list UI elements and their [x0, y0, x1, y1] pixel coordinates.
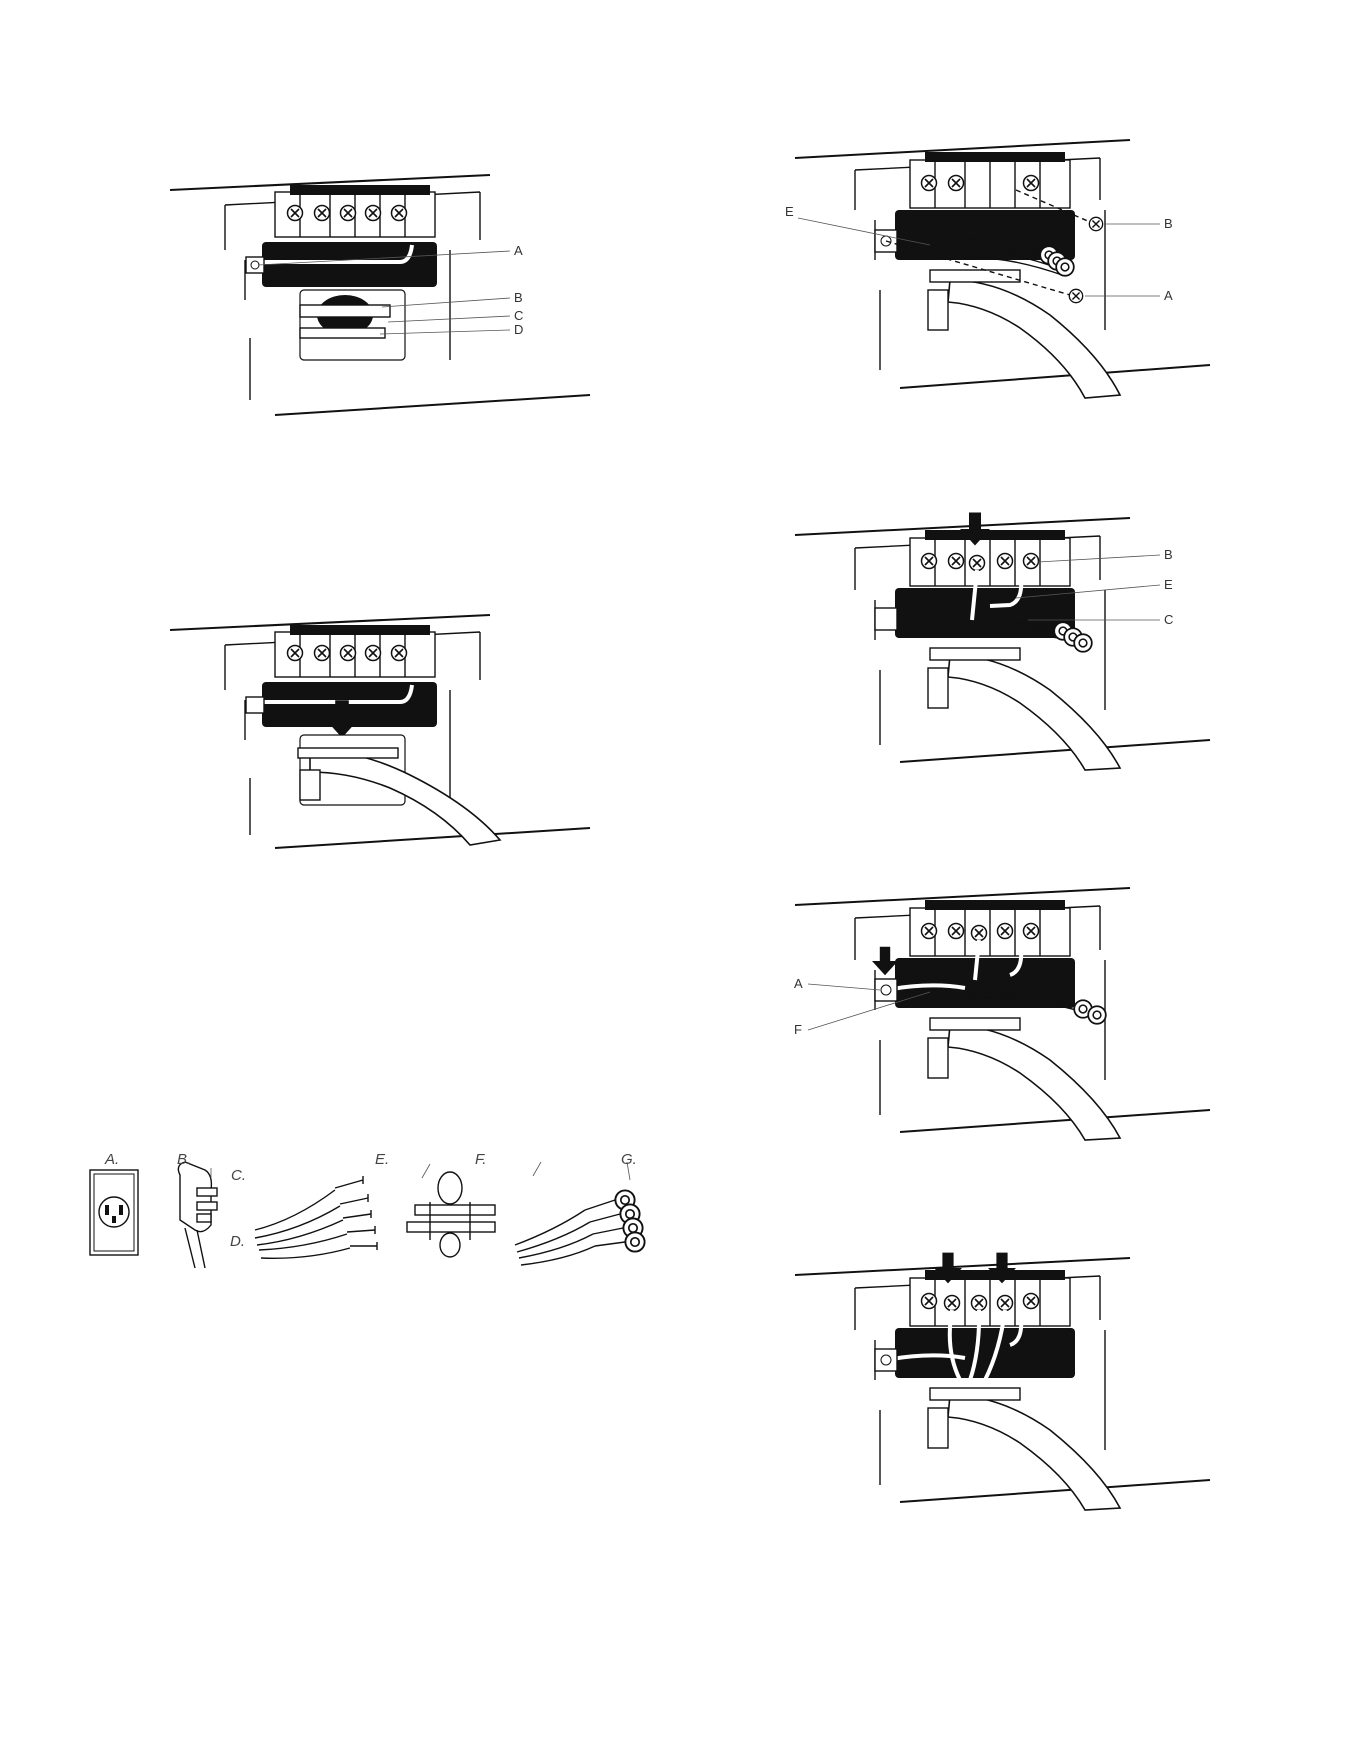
label-b: B: [1164, 216, 1173, 231]
label-e: E.: [375, 1151, 389, 1168]
strain-relief-clamp-icon: [300, 290, 405, 360]
figure-4-cord-screws: E B A: [780, 130, 1230, 400]
screw-icon: [315, 646, 330, 661]
screw-icon: [288, 206, 303, 221]
label-a: A.: [104, 1151, 119, 1168]
screw-icon: [366, 206, 381, 221]
screw-icon: [1024, 1294, 1039, 1309]
label-a: A: [514, 243, 523, 258]
label-c: C: [514, 308, 523, 323]
label-e: E: [785, 204, 794, 219]
screw-icon: [972, 1296, 987, 1311]
label-f: F.: [475, 1151, 486, 1168]
label-a: A: [794, 976, 803, 991]
screw-icon: [392, 646, 407, 661]
screw-icon: [288, 646, 303, 661]
label-d: D: [514, 322, 523, 337]
screw-icon: [998, 924, 1013, 939]
figure-1-terminal-block-strain-relief: A B C D: [150, 150, 610, 420]
ring-terminal-icon: [1074, 634, 1092, 652]
outlet-receptacle-icon: [90, 1170, 138, 1255]
label-c: C.: [231, 1167, 246, 1184]
figure-2-attach-strain-relief: [150, 600, 610, 850]
label-b: B: [514, 290, 523, 305]
ring-terminal-wires: [515, 1200, 625, 1265]
screw-icon: [998, 554, 1013, 569]
ring-terminal-icon: [1088, 1006, 1106, 1024]
screw-icon: [998, 1296, 1013, 1311]
spade-terminal-wires: [255, 1176, 377, 1258]
screw-icon: [341, 646, 356, 661]
figure-3-parts: A. B. C. D. E. F. G.: [85, 1150, 665, 1270]
strain-relief-clamp-icon: [407, 1172, 495, 1257]
label-c: C: [1164, 612, 1173, 627]
figure-5-ground-wire-center: B E C: [780, 510, 1230, 770]
ring-terminal-icon: [625, 1232, 644, 1251]
screw-icon: [949, 924, 964, 939]
screw-icon: [392, 206, 407, 221]
power-cord: [948, 239, 1120, 398]
screw-icon: [922, 554, 937, 569]
label-e: E: [1164, 577, 1173, 592]
screw-icon: [1024, 924, 1039, 939]
label-f: F: [794, 1022, 802, 1037]
screw-icon: [922, 176, 937, 191]
screw-icon: [945, 1296, 960, 1311]
screw-icon: [949, 554, 964, 569]
label-b: B.: [177, 1151, 191, 1168]
figure-6-ground-screw-left: A F: [780, 880, 1230, 1140]
screw-icon: [1024, 554, 1039, 569]
figure-7-outer-terminals: [780, 1250, 1230, 1510]
screw-icon: [972, 926, 987, 941]
screw-icon: [1024, 176, 1039, 191]
screw-icon: [315, 206, 330, 221]
screw-icon: [1089, 217, 1102, 230]
screw-icon: [922, 924, 937, 939]
screw-icon: [970, 556, 985, 571]
black-back-plate: [246, 242, 437, 287]
arrow-down-icon: [872, 947, 898, 976]
label-g: G.: [621, 1151, 637, 1168]
screw-icon: [1069, 289, 1082, 302]
screw-icon: [949, 176, 964, 191]
screw-icon: [366, 646, 381, 661]
ring-terminal-icon: [1056, 258, 1074, 276]
label-b: B: [1164, 547, 1173, 562]
label-a: A: [1164, 288, 1173, 303]
screw-icon: [922, 1294, 937, 1309]
screw-icon: [341, 206, 356, 221]
label-d: D.: [230, 1233, 245, 1250]
